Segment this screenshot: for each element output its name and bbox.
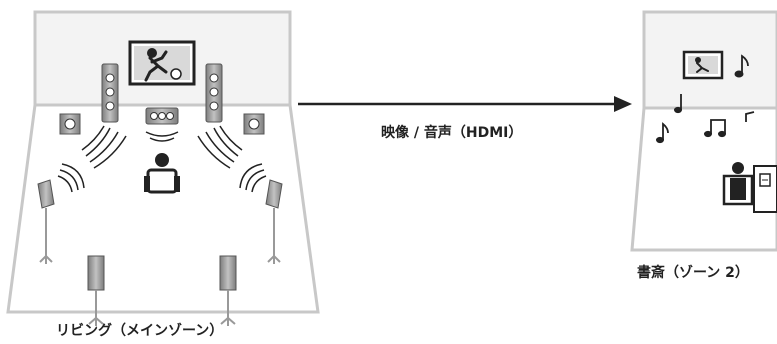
surround-left-speaker-icon — [37, 179, 55, 264]
sound-waves — [57, 125, 267, 193]
zone2-room-floor — [630, 106, 777, 252]
surround-back-right-speaker-icon — [219, 255, 237, 326]
front-right-speaker-icon — [205, 63, 223, 123]
front-left-speaker-icon — [101, 63, 119, 123]
zone2-room — [630, 10, 777, 252]
center-speaker-icon — [145, 107, 179, 142]
zone2-listener-icon — [722, 162, 754, 206]
zone2-tv-icon — [682, 50, 724, 80]
surround-back-left-speaker-icon — [87, 255, 105, 326]
zone2-speaker-icon — [753, 165, 777, 213]
surround-right-speaker-icon — [265, 179, 283, 264]
zone2-caption: 書斎（ゾーン 2） — [637, 265, 749, 281]
front-presence-right-speaker-icon — [243, 113, 265, 135]
connection-label: 映像 / 音声（HDMI） — [381, 125, 523, 141]
tv-icon — [128, 40, 196, 86]
arrow-icon — [298, 96, 632, 112]
main-room-floor — [6, 103, 320, 314]
music-note-icon — [656, 54, 755, 144]
main-zone-caption: リビング（メインゾーン） — [56, 323, 224, 339]
front-presence-left-speaker-icon — [59, 113, 81, 135]
listener-icon — [144, 153, 180, 194]
